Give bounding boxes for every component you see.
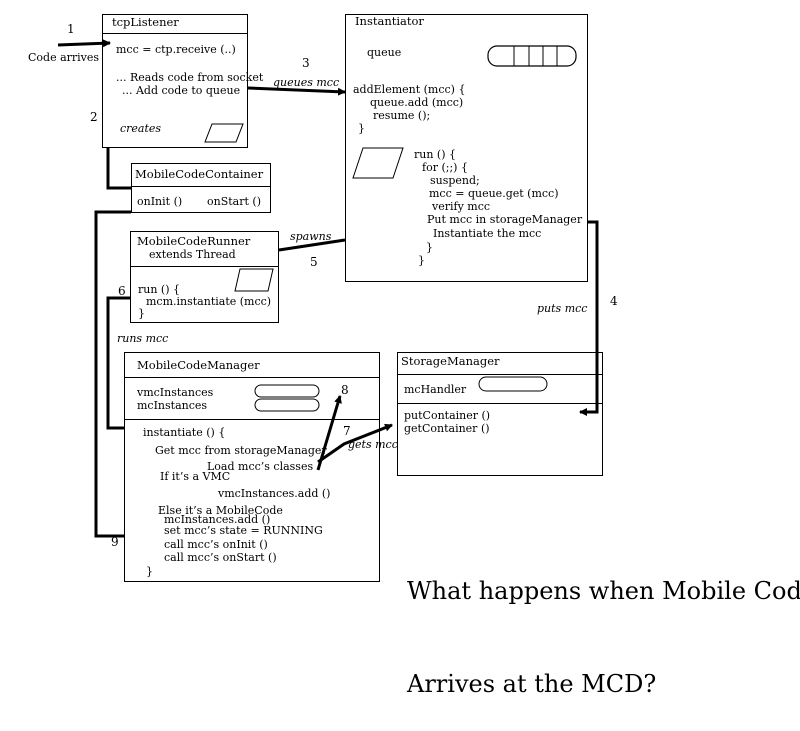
mobile-code-runner-run-line-3: } [138, 307, 145, 320]
gets-mcc-label: gets mcc [348, 438, 398, 451]
mc-instances-shape [254, 398, 320, 412]
instantiator-parallelogram-shape [352, 147, 404, 179]
instantiator-run-line-5: verify mcc [432, 200, 491, 213]
mobile-code-manager-vmc-instances: vmcInstances [137, 386, 214, 399]
step-2-number: 2 [90, 110, 98, 124]
mobile-code-manager-line-7: mcInstances.add () [164, 513, 271, 526]
mobile-code-manager-mc-instances: mcInstances [137, 399, 208, 412]
mobile-code-manager-line-9: call mcc’s onInit () [164, 538, 268, 551]
storage-manager-divider-1 [397, 374, 603, 375]
mobile-code-container-onstart: onStart () [207, 195, 261, 208]
mobile-code-manager-line-8: set mcc’s state = RUNNING [164, 524, 323, 537]
instantiator-queue-label: queue [367, 46, 402, 59]
mobile-code-runner-divider [130, 266, 279, 267]
tcp-listener-divider [102, 33, 248, 34]
mobile-code-runner-run-line-2: mcm.instantiate (mcc) [146, 295, 272, 308]
slide-caption: What happens when Mobile Code Arrives at… [407, 514, 800, 731]
tcp-add-line: ... Add code to queue [122, 84, 241, 97]
connector-arrows [57, 39, 599, 538]
mobile-code-manager-line-10: call mcc’s onStart () [164, 551, 277, 564]
mobile-code-container-divider [131, 186, 271, 187]
mobile-code-manager-box [124, 352, 380, 582]
vmc-instances-shape [254, 384, 320, 398]
storage-manager-title: StorageManager [401, 354, 500, 368]
instantiator-run-line-9: } [418, 254, 425, 267]
queue-shape [487, 45, 577, 67]
instantiator-add-line-3: resume (); [373, 109, 431, 122]
mobile-code-manager-title: MobileCodeManager [137, 358, 260, 372]
storage-manager-put: putContainer () [404, 409, 491, 422]
instantiator-run-line-7: Instantiate the mcc [433, 227, 542, 240]
spawns-label: spawns [290, 230, 332, 243]
queues-mcc-label: queues mcc [273, 76, 340, 89]
mobile-code-manager-line-3: Load mcc’s classes [207, 460, 314, 473]
mobile-code-manager-line-4: If it’s a VMC [160, 470, 231, 483]
instantiator-title: Instantiator [355, 14, 424, 28]
runs-mcc-label: runs mcc [117, 332, 169, 345]
runner-parallelogram-shape [234, 268, 274, 292]
mobile-code-runner-title: MobileCodeRunner [137, 234, 251, 248]
instantiator-add-line-4: } [358, 122, 365, 135]
slide-caption-line-1: What happens when Mobile Code [407, 577, 800, 605]
tcp-creates-label: creates [120, 122, 162, 135]
step-5-number: 5 [310, 255, 318, 269]
code-arrives-label: Code arrives [28, 51, 100, 64]
puts-mcc-label: puts mcc [537, 302, 588, 315]
instantiator-add-line-1: addElement (mcc) { [353, 83, 466, 96]
mobile-code-manager-line-5: vmcInstances.add () [218, 487, 331, 500]
mobile-code-manager-line-6: Else it’s a MobileCode [158, 504, 283, 517]
step-8-number: 8 [341, 383, 349, 397]
mobile-code-manager-line-1: instantiate () { [143, 426, 226, 439]
step-6-number: 6 [118, 284, 126, 298]
storage-manager-handler: mcHandler [404, 383, 467, 396]
tcp-receive-line: mcc = ctp.receive (..) [116, 43, 236, 56]
instantiator-run-line-3: suspend; [430, 174, 480, 187]
instantiator-run-line-4: mcc = queue.get (mcc) [429, 187, 559, 200]
storage-manager-get: getContainer () [404, 422, 490, 435]
mobile-code-container-box [131, 163, 271, 213]
instantiator-add-line-2: queue.add (mcc) [370, 96, 464, 109]
mc-handler-shape [478, 376, 548, 392]
storage-manager-divider-2 [397, 403, 603, 404]
mobile-code-container-oninit: onInit () [137, 195, 183, 208]
mobile-code-runner-extends: extends Thread [149, 248, 236, 261]
step-9-number: 9 [111, 535, 119, 549]
mobile-code-manager-line-2: Get mcc from storageManager [155, 444, 327, 457]
instantiator-run-line-2: for (;;) { [422, 161, 468, 174]
step-7-number: 7 [343, 424, 351, 438]
mobile-code-container-title: MobileCodeContainer [135, 167, 264, 181]
instantiator-run-line-8: } [426, 241, 433, 254]
storage-manager-box [397, 352, 603, 476]
step-3-number: 3 [302, 56, 310, 70]
tcp-listener-title: tcpListener [112, 15, 179, 29]
mobile-code-manager-divider-1 [124, 377, 380, 378]
slide-caption-line-2: Arrives at the MCD? [407, 670, 657, 698]
tcp-parallelogram-shape [204, 123, 244, 143]
step-1-number: 1 [67, 22, 75, 36]
step-4-number: 4 [610, 294, 618, 308]
instantiator-run-line-1: run () { [414, 148, 457, 161]
mobile-code-manager-divider-2 [124, 419, 380, 420]
mobile-code-runner-run-line-1: run () { [138, 283, 181, 296]
mobile-code-manager-line-11: } [146, 565, 153, 578]
instantiator-run-line-6: Put mcc in storageManager [427, 213, 583, 226]
tcp-reads-line: ... Reads code from socket [116, 71, 264, 84]
